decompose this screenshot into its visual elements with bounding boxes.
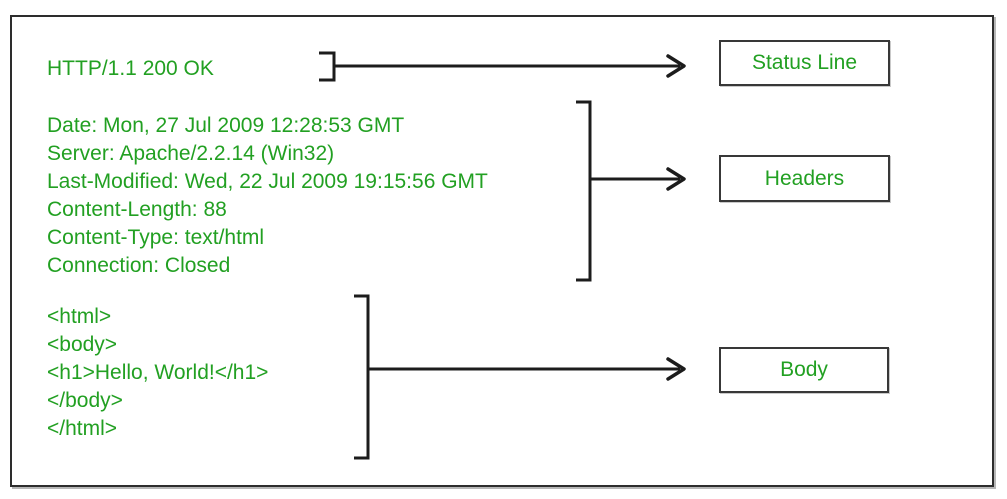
header-line-content-type: Content-Type: text/html	[47, 226, 265, 249]
headers-label-box: Headers	[719, 155, 890, 202]
diagram-frame	[10, 15, 994, 487]
body-line-html-open: <html>	[47, 305, 112, 328]
header-line-last-modified: Last-Modified: Wed, 22 Jul 2009 19:15:56…	[47, 170, 488, 193]
status-line-label: Status Line	[751, 51, 858, 74]
body-line-body-close: </body>	[47, 389, 123, 412]
body-label: Body	[780, 358, 828, 381]
body-line-h1: <h1>Hello, World!</h1>	[47, 361, 269, 384]
body-label-box: Body	[719, 347, 889, 393]
header-line-date: Date: Mon, 27 Jul 2009 12:28:53 GMT	[47, 114, 405, 137]
status-line-label-box: Status Line	[719, 40, 890, 86]
headers-label: Headers	[764, 166, 845, 190]
body-block: <html> <body> <h1>Hello, World!</h1> </b…	[47, 303, 268, 443]
status-line-text: HTTP/1.1 200 OK	[47, 57, 214, 80]
body-line-body-open: <body>	[47, 333, 118, 356]
header-line-server: Server: Apache/2.2.14 (Win32)	[47, 142, 335, 165]
header-line-connection: Connection: Closed	[47, 254, 231, 277]
body-line-html-close: </html>	[47, 417, 118, 440]
header-line-content-length: Content-Length: 88	[47, 198, 227, 221]
headers-block: Date: Mon, 27 Jul 2009 12:28:53 GMT Serv…	[47, 112, 488, 280]
